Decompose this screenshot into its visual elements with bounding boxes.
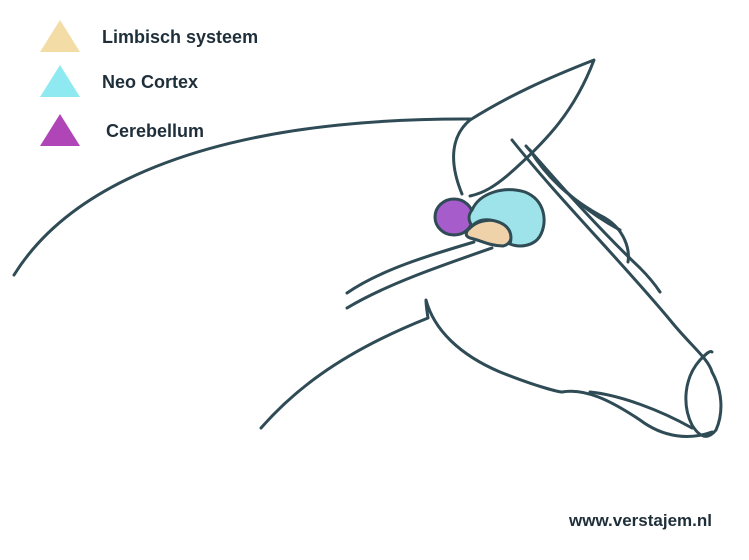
legend-item-cerebellum: Cerebellum — [38, 111, 204, 151]
triangle-icon — [40, 65, 80, 97]
legend-item-limbic-system: Limbisch systeem — [38, 17, 258, 57]
neocortex-shape — [467, 188, 546, 248]
legend-label: Limbisch systeem — [102, 26, 259, 47]
legend-label: Neo Cortex — [102, 71, 199, 92]
spinal-cord-lower — [345, 246, 494, 310]
horse-mane-strand-2 — [538, 160, 622, 232]
legend-item-neo-cortex: Neo Cortex — [38, 62, 198, 102]
horse-mouth — [588, 390, 694, 430]
horse-muzzle — [684, 350, 723, 438]
horse-face-line — [510, 138, 714, 374]
legend-label: Cerebellum — [106, 120, 205, 141]
horse-neck-crest — [12, 117, 472, 277]
spinal-cord-upper — [345, 240, 476, 295]
horse-ear — [452, 58, 596, 198]
horse-throat-line — [259, 298, 564, 430]
website-url: www.verstajem.nl — [569, 511, 712, 530]
legend: Limbisch systeem Neo Cortex Cerebellum — [0, 0, 300, 160]
horse-lower-jaw — [560, 389, 714, 438]
triangle-icon — [40, 20, 80, 52]
triangle-icon — [40, 114, 80, 146]
